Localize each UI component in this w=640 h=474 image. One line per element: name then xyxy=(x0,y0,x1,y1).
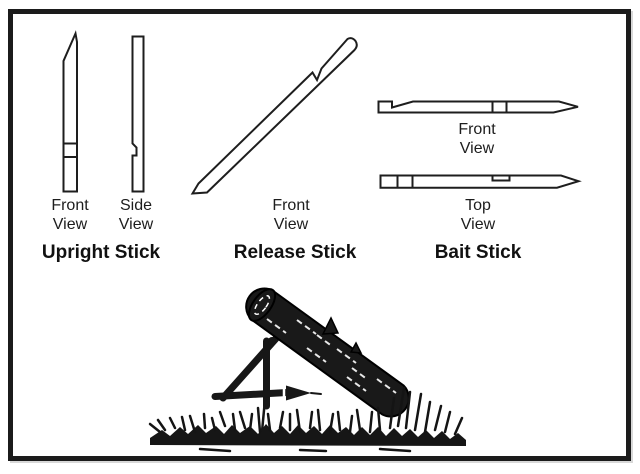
release-front-view-label: Front View xyxy=(249,196,333,234)
bait-front-view-label: Front View xyxy=(435,120,519,158)
upright-side-view-label: Side View xyxy=(94,196,178,234)
release-stick-title: Release Stick xyxy=(233,242,357,263)
label-line: Front xyxy=(272,197,310,214)
label-line: View xyxy=(52,216,88,233)
label-line: View xyxy=(118,216,154,233)
label-line: View xyxy=(273,216,309,233)
label-line: Front xyxy=(458,121,496,138)
figure-border xyxy=(8,9,631,461)
label-line: Top xyxy=(465,197,491,214)
label-line: Front xyxy=(51,197,89,214)
upright-front-view-label: Front View xyxy=(28,196,112,234)
label-line: Side xyxy=(119,197,153,214)
label-line: View xyxy=(460,216,496,233)
label-line: View xyxy=(459,140,495,157)
bait-stick-title: Bait Stick xyxy=(434,242,522,263)
upright-stick-title: Upright Stick xyxy=(41,242,161,263)
bait-top-view-label: Top View xyxy=(436,196,520,234)
